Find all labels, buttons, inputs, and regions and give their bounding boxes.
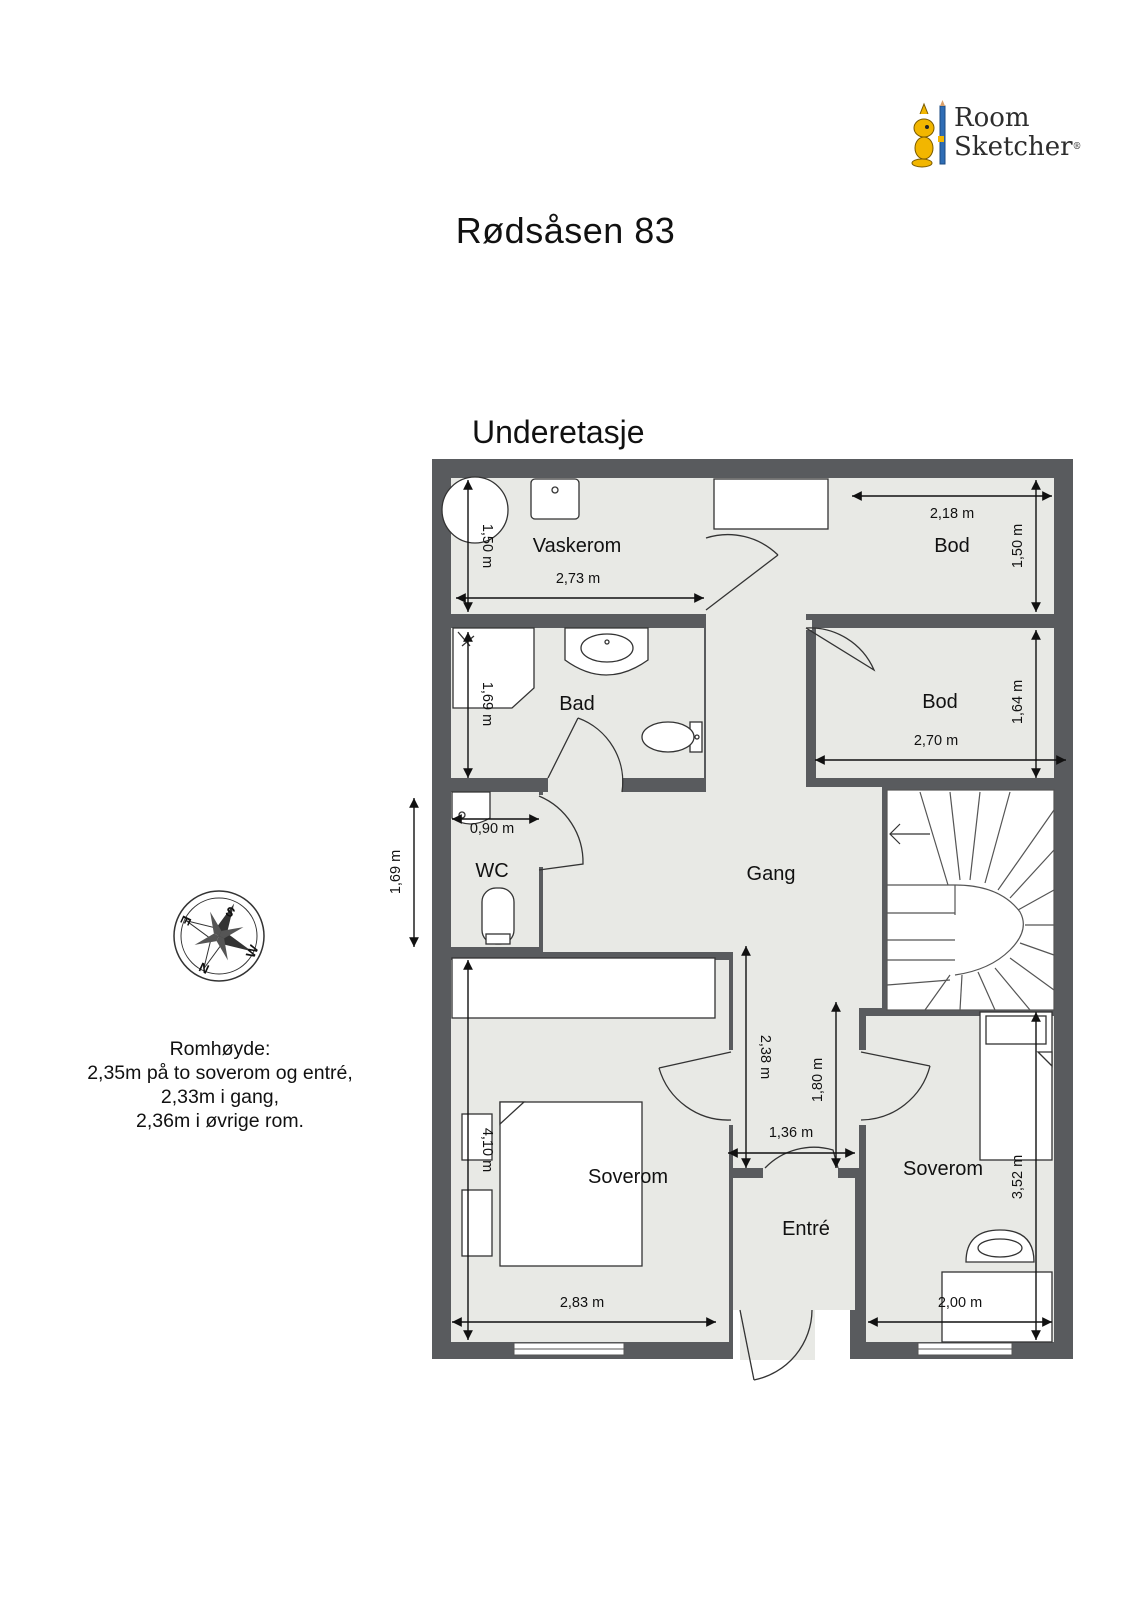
dim-label-gang-height: 2,38 m bbox=[757, 1035, 773, 1079]
utility-sink-icon bbox=[530, 478, 580, 520]
room-label-entre: Entré bbox=[782, 1218, 830, 1240]
dim-label-soverom2-height: 3,52 m bbox=[1010, 1155, 1026, 1199]
nightstand-icon bbox=[461, 1189, 493, 1257]
room-label-soverom: Soverom bbox=[903, 1158, 983, 1180]
page-title: Rødsåsen 83 bbox=[455, 210, 676, 251]
roomsketcher-logo: Room Sketcher® bbox=[908, 100, 1083, 172]
dim-label-bod2-width: 2,70 m bbox=[914, 733, 958, 749]
dim-label-gang-width: 1,36 m bbox=[769, 1125, 813, 1141]
room-label-gang: Gang bbox=[747, 863, 796, 885]
floor-entre bbox=[733, 1178, 855, 1310]
shower-icon bbox=[452, 627, 535, 709]
dim-label-wc-height: 1,69 m bbox=[388, 850, 404, 894]
fixtures bbox=[441, 476, 1053, 1343]
dim-label-bad-height: 1,69 m bbox=[479, 682, 495, 726]
door-openings bbox=[537, 538, 867, 1360]
mascot-icon bbox=[911, 100, 946, 168]
dim-label-soverom1-height: 4,10 m bbox=[479, 1128, 495, 1172]
dryer-icon bbox=[441, 476, 509, 544]
dim-label-vaskerom-height: 1,50 m bbox=[479, 524, 495, 568]
dim-label-gang-height: 1,80 m bbox=[810, 1058, 826, 1102]
compass-icon: S N E W bbox=[173, 890, 265, 982]
room-label-bad: Bad bbox=[559, 693, 595, 715]
room-height-line: 2,36m i øvrige rom. bbox=[136, 1110, 304, 1132]
dim-label-bod1-height: 1,50 m bbox=[1010, 524, 1026, 568]
room-height-line: 2,33m i gang, bbox=[160, 1086, 280, 1108]
windows bbox=[513, 1342, 1013, 1356]
floor-label: Underetasje bbox=[472, 414, 645, 450]
dim-label-wc-width: 0,90 m bbox=[470, 821, 514, 837]
logo-text: Room Sketcher® bbox=[954, 104, 1082, 162]
room-height-heading: Romhøyde: bbox=[169, 1038, 271, 1060]
floor-gang bbox=[543, 478, 882, 1168]
room-label-wc: WC bbox=[475, 860, 508, 882]
toilet-icon bbox=[641, 721, 695, 753]
dim-label-soverom2-width: 2,00 m bbox=[938, 1295, 982, 1311]
counter-icon bbox=[713, 478, 829, 530]
dim-label-bod1-width: 2,18 m bbox=[930, 506, 974, 522]
stairs bbox=[886, 789, 1055, 1011]
logo-reg: ® bbox=[1072, 142, 1082, 152]
room-label-soverom: Soverom bbox=[588, 1166, 668, 1188]
dimension-lines bbox=[409, 480, 1066, 1340]
logo-line1: Room bbox=[954, 103, 1030, 133]
room-label-bod: Bod bbox=[934, 535, 970, 557]
bed-icon bbox=[499, 1101, 643, 1267]
room-label-bod: Bod bbox=[922, 691, 958, 713]
dim-label-vaskerom-width: 2,73 m bbox=[556, 571, 600, 587]
room-label-vaskerom: Vaskerom bbox=[533, 535, 622, 557]
logo-line2: Sketcher bbox=[954, 132, 1073, 162]
wardrobe-icon bbox=[451, 957, 716, 1019]
floor-bod2 bbox=[816, 628, 1054, 778]
dim-label-soverom1-width: 2,83 m bbox=[560, 1295, 604, 1311]
dim-label-bod2-height: 1,64 m bbox=[1010, 680, 1026, 724]
room-height-note: Romhøyde: 2,35m på to soverom og entré, … bbox=[60, 1037, 380, 1133]
room-height-line: 2,35m på to soverom og entré, bbox=[87, 1062, 353, 1084]
